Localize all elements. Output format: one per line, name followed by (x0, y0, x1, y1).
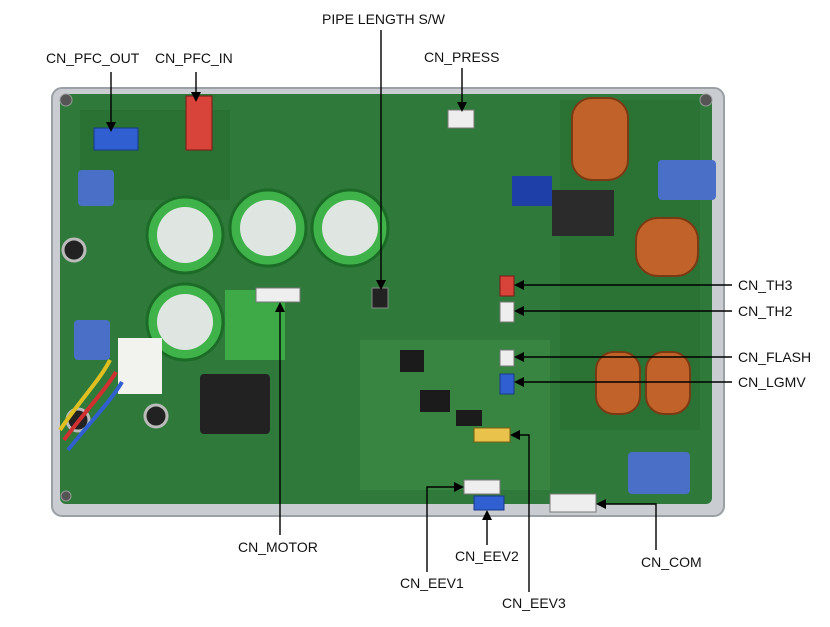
connector-th2 (499, 301, 515, 323)
label-cn-eev2: CN_EEV2 (455, 548, 519, 564)
label-pipe-length-sw: PIPE LENGTH S/W (322, 11, 446, 27)
mounting-hole (61, 237, 87, 263)
connector-pfc-in (185, 95, 213, 151)
ic-chip (456, 410, 482, 426)
arrowhead (457, 102, 467, 112)
label-cn-pfc-in: CN_PFC_IN (155, 50, 233, 66)
film-capacitor (628, 452, 690, 494)
connector-motor (255, 287, 301, 303)
transformer (200, 374, 270, 434)
label-cn-lgmv: CN_LGMV (738, 374, 806, 390)
capacitor (157, 207, 213, 263)
capacitor (322, 200, 378, 256)
film-capacitor (78, 170, 114, 206)
callout-leaders (106, 30, 732, 592)
arrowhead (514, 280, 524, 290)
label-cn-pfc-out: CN_PFC_OUT (46, 50, 140, 66)
connector-eev1 (463, 479, 501, 495)
power-module (552, 190, 614, 236)
film-capacitor (658, 160, 716, 200)
connector-com (549, 493, 597, 513)
arrowhead (106, 122, 116, 132)
label-cn-press: CN_PRESS (424, 49, 499, 65)
arrowhead (514, 377, 524, 387)
wire-bundle (58, 359, 112, 432)
film-capacitor (74, 320, 110, 360)
arrowhead (191, 92, 201, 102)
inductor-coils (571, 97, 699, 415)
mounting-hole (60, 490, 72, 502)
arrowhead (514, 352, 524, 362)
ic-chip (400, 350, 424, 372)
arrowhead (275, 302, 285, 312)
label-cn-eev1: CN_EEV1 (400, 575, 464, 591)
label-cn-motor: CN_MOTOR (238, 539, 318, 555)
connector-eev2 (473, 495, 505, 511)
connector-press (447, 109, 475, 129)
board-trace-area (360, 340, 550, 490)
leader-cn-eev1 (426, 486, 462, 572)
mounting-hole (699, 93, 713, 107)
mounting-hole (143, 403, 169, 429)
label-cn-flash: CN_FLASH (738, 349, 811, 365)
wire-bundle (66, 380, 124, 452)
mounting-hole (59, 93, 73, 107)
callout-labels: CN_PFC_OUT CN_PFC_IN PIPE LENGTH S/W CN_… (46, 11, 811, 611)
connector-eev3 (473, 427, 511, 443)
connector-flash (499, 349, 515, 367)
arrowhead (454, 482, 464, 492)
capacitor (240, 200, 296, 256)
inductor-coil (571, 97, 629, 181)
arrowhead (514, 306, 524, 316)
arrowhead (510, 430, 520, 440)
connector-pipe-switch (371, 287, 389, 309)
capacitor-bank (145, 188, 390, 362)
connector-pfc-out (93, 127, 139, 151)
arrowhead (376, 280, 386, 290)
arrowhead (596, 499, 606, 509)
connector-th3 (499, 275, 515, 297)
pcb-board (51, 87, 725, 517)
terminal-block (118, 338, 162, 394)
leader-cn-com (598, 503, 657, 550)
label-cn-th2: CN_TH2 (738, 303, 793, 319)
arrowhead (482, 510, 492, 520)
inductor-coil (595, 351, 641, 415)
label-cn-th3: CN_TH3 (738, 277, 793, 293)
relay (512, 176, 552, 206)
label-cn-com: CN_COM (641, 554, 702, 570)
label-cn-eev3: CN_EEV3 (502, 595, 566, 611)
connector-lgmv (499, 373, 515, 395)
ic-chip (420, 390, 450, 412)
inductor-coil (635, 217, 699, 277)
inductor-coil (645, 351, 691, 415)
wire-bundle (62, 370, 118, 442)
capacitor (157, 294, 213, 350)
